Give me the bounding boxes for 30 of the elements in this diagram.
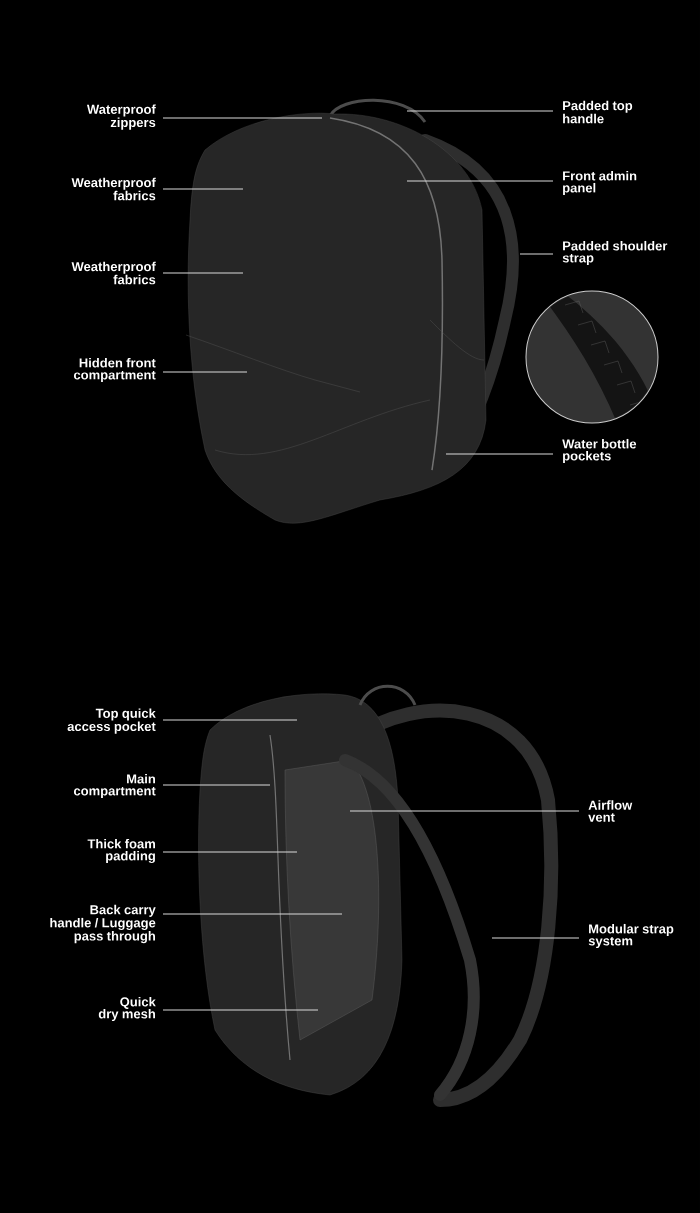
callout-label: Airflow vent xyxy=(588,800,633,822)
leader-line xyxy=(349,810,580,812)
leader-line xyxy=(162,1009,319,1011)
callout-label: Waterproof zippers xyxy=(86,104,156,130)
callout-label: Water bottle pockets xyxy=(562,438,637,464)
callout-label: Modular strap system xyxy=(588,923,674,949)
callout-label: Back carry handle / Luggage pass through xyxy=(50,904,156,944)
callout-label: Top quick access pocket xyxy=(67,708,156,734)
leader-line xyxy=(406,110,554,112)
leader-line xyxy=(162,784,271,786)
leader-line xyxy=(162,272,244,274)
leader-line xyxy=(162,371,248,373)
leader-line xyxy=(491,937,580,939)
leader-line xyxy=(162,188,244,190)
callout-label: Main compartment xyxy=(73,773,156,799)
leader-line xyxy=(162,913,343,915)
callout-label: Hidden front compartment xyxy=(73,357,156,383)
leader-line xyxy=(445,453,554,455)
leader-line xyxy=(162,117,323,119)
callout-label: Thick foam padding xyxy=(87,838,155,864)
callout-label: Quick dry mesh xyxy=(98,996,156,1022)
leader-line xyxy=(162,719,298,721)
callout-label: Padded top handle xyxy=(563,100,633,124)
leader-line xyxy=(162,851,298,853)
callout-label: Weatherproof fabrics xyxy=(71,177,156,201)
callout-label: Padded shoulder strap xyxy=(562,240,668,266)
leader-line xyxy=(406,180,554,182)
leader-line xyxy=(519,253,554,255)
callout-label: Weatherproof fabrics xyxy=(71,261,156,285)
callout-label: Front admin panel xyxy=(563,170,637,196)
